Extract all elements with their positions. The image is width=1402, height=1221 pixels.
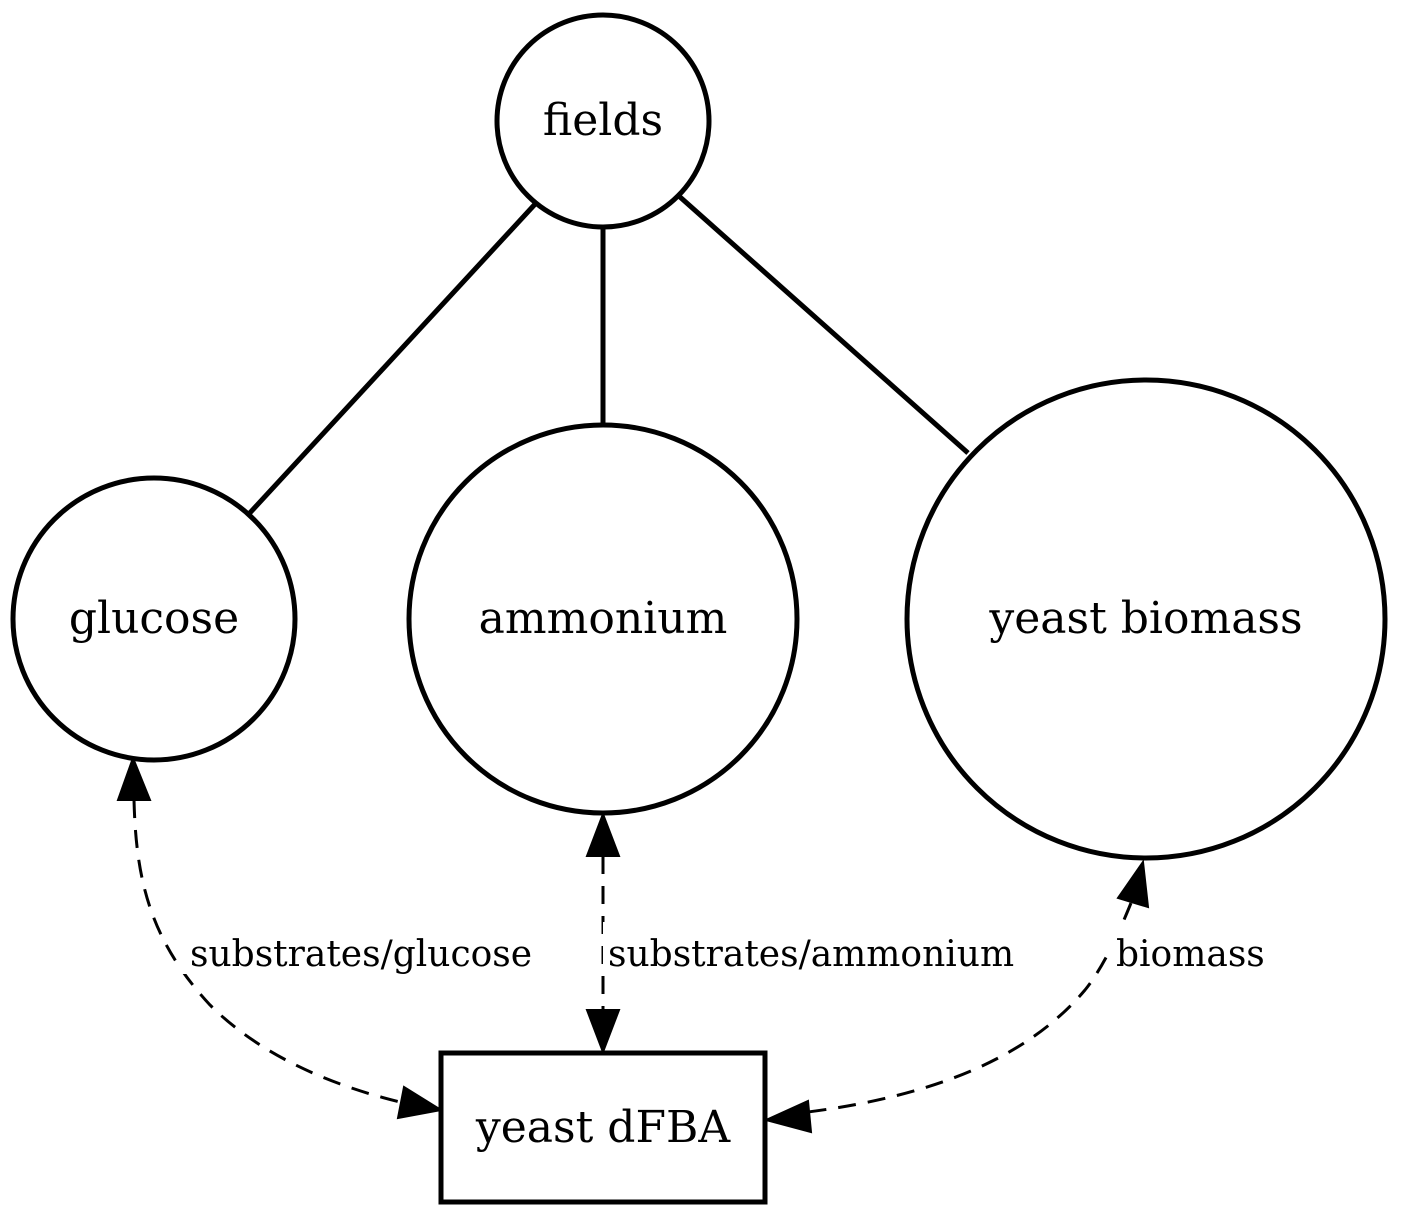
arrowhead-glucose [116,755,152,801]
arrowhead-dfba-right [763,1099,813,1134]
node-yeast-biomass[interactable]: yeast biomass [904,377,1388,861]
node-label-ammonium: ammonium [479,593,728,644]
edge-fields-yeast-biomass [678,195,970,455]
hierarchy-edges [245,195,970,518]
node-label-fields: fields [543,95,663,146]
node-yeast-dfba[interactable]: yeast dFBA [438,1050,768,1205]
edge-label-ammonium: substrates/ammonium [608,934,1014,975]
node-label-yeast-dfba: yeast dFBA [475,1102,731,1153]
edge-label-glucose: substrates/glucose [190,934,532,975]
edge-fields-glucose [245,200,539,518]
edge-labels: substrates/glucose substrates/ammonium b… [178,922,1294,975]
edge-glucose-dfba [132,799,401,1104]
edge-label-biomass: biomass [1116,934,1265,975]
node-fields[interactable]: fields [494,12,712,230]
node-label-glucose: glucose [69,593,239,644]
node-ammonium[interactable]: ammonium [406,422,800,816]
node-label-yeast-biomass: yeast biomass [988,593,1302,644]
arrowhead-dfba-top [585,1009,621,1055]
arrowhead-yeast-biomass [1116,859,1150,909]
arrowhead-ammonium [585,811,621,857]
node-glucose[interactable]: glucose [10,475,298,763]
arrowhead-dfba-left [396,1085,444,1120]
